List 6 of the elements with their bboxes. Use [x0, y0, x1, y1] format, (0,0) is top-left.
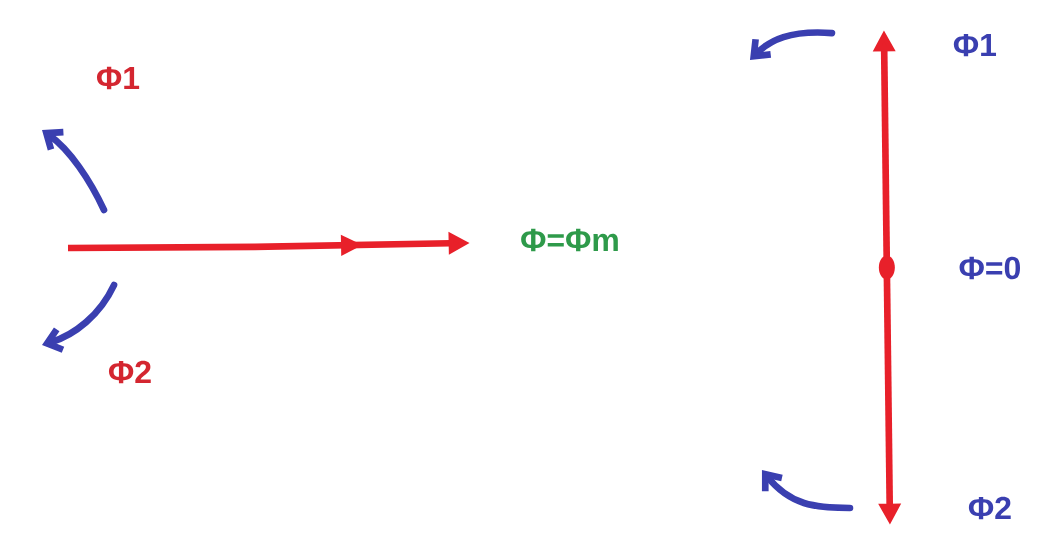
phasor-label: Φ=0: [959, 256, 1020, 280]
phasor-label: Φ2: [968, 496, 1011, 520]
phasor-label: Φ2: [108, 360, 151, 384]
phasor-label: Φ1: [96, 66, 140, 90]
phasor-label: Φ1: [953, 33, 996, 57]
phasor-label: Φ=Φm: [521, 228, 618, 252]
